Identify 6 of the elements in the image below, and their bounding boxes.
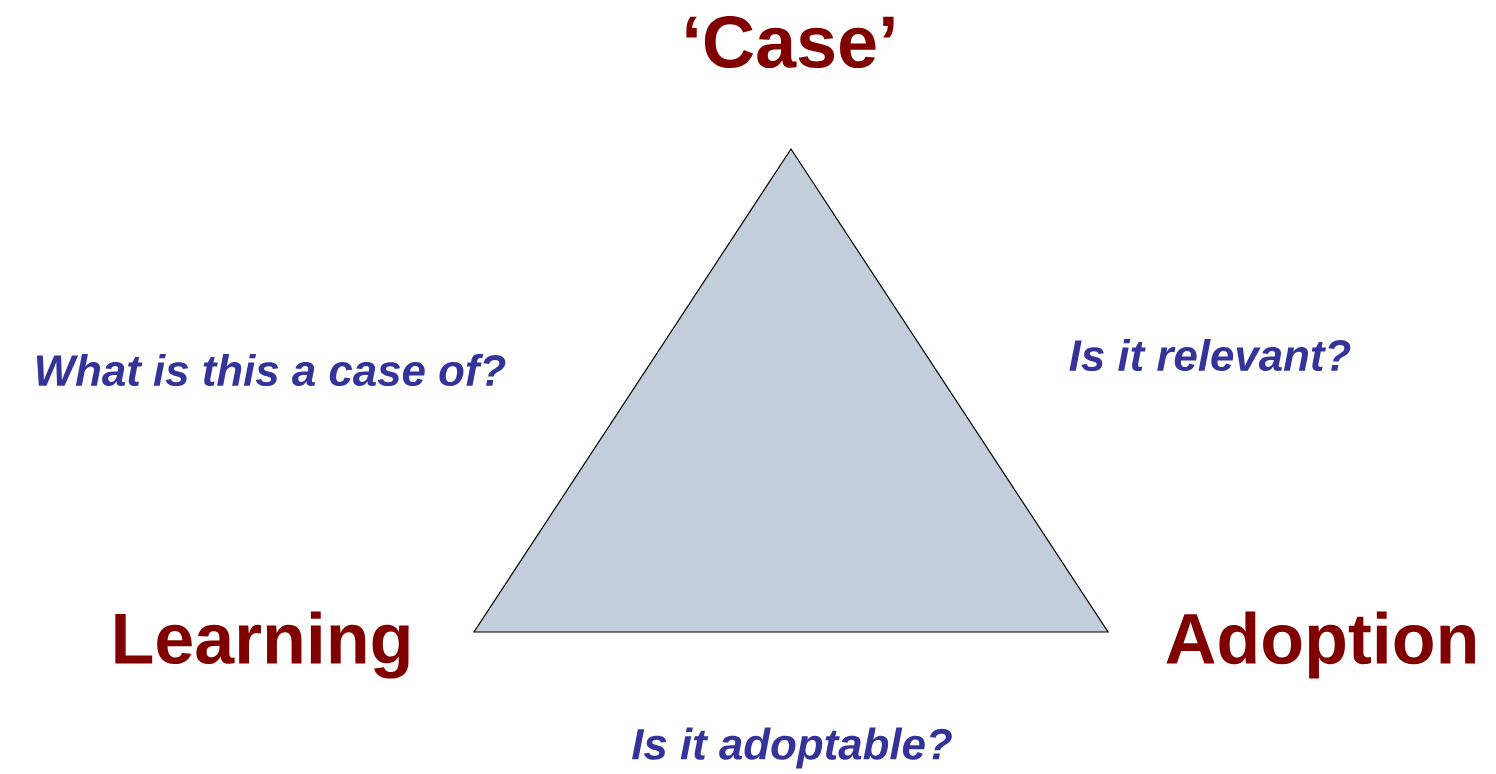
question-label: Is it relevant?: [1069, 338, 1351, 372]
question-label: Is it adoptable?: [632, 727, 952, 769]
vertex-label: Adoption: [1166, 611, 1475, 679]
question-label: What is this a case of?: [36, 353, 506, 387]
vertex-label: ‘Case’: [686, 15, 894, 69]
vertex-label: Learning: [115, 611, 409, 679]
